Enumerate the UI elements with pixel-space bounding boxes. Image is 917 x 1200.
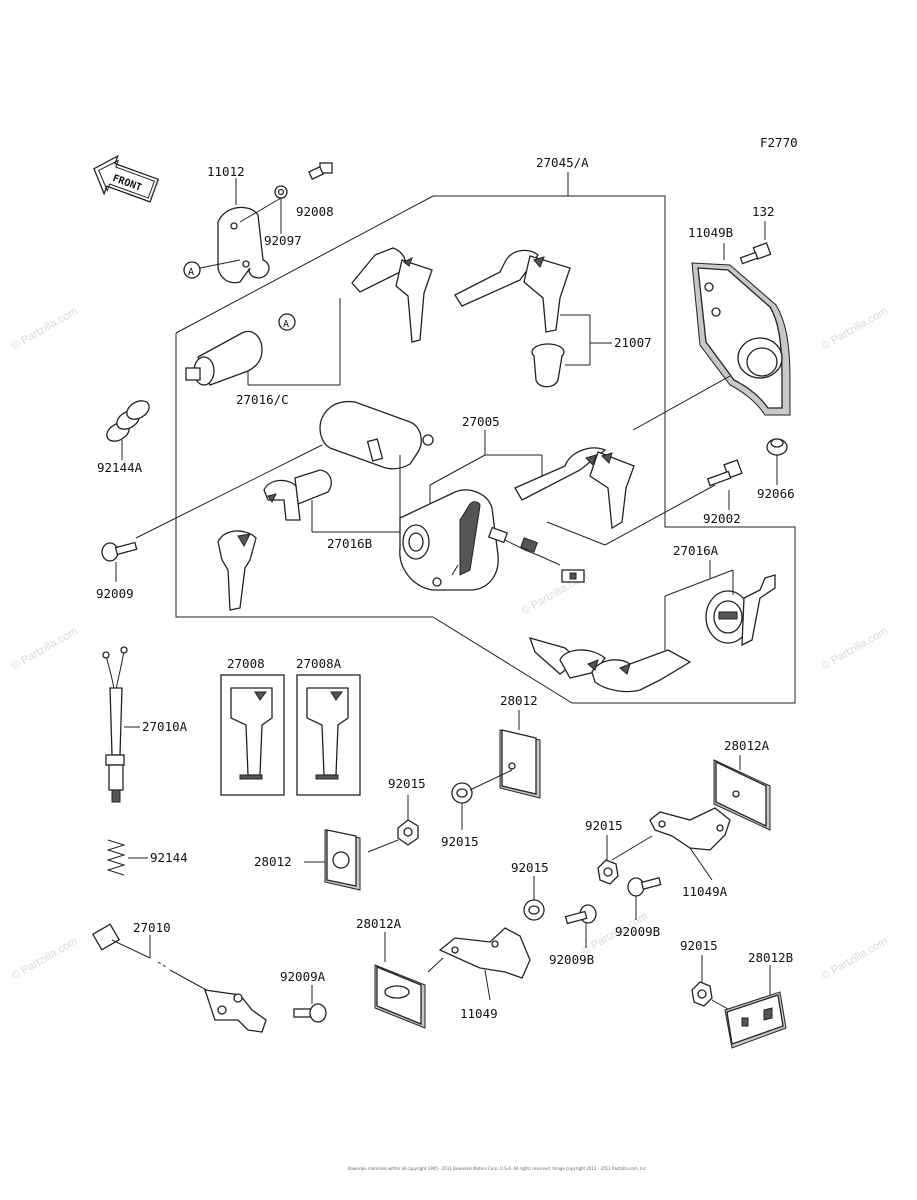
bolt-92002: [706, 459, 743, 510]
label-11049b: 11049B: [688, 225, 733, 240]
label-92009b-a: 92009B: [615, 924, 660, 939]
copyright-note: Kawasaki materials within all copyright …: [348, 1166, 647, 1171]
reflector-28012-top: [499, 710, 541, 799]
callout-a-label: A: [188, 267, 194, 278]
ignition-switch-27005: [399, 489, 585, 591]
label-27016a: 27016A: [673, 543, 719, 558]
label-92009: 92009: [96, 586, 134, 601]
bracket-11049a: [611, 807, 731, 881]
label-92002: 92002: [703, 511, 741, 526]
label-27008a: 27008A: [296, 656, 342, 671]
screw-92009: [101, 444, 323, 582]
label-92015-b: 92015: [441, 834, 479, 849]
switch-27010: [91, 923, 267, 1033]
watermark: © Partzilla.com: [820, 625, 890, 672]
nut-92015-c: [597, 835, 619, 885]
callout-a: [278, 313, 296, 331]
label-21007: 21007: [614, 335, 652, 350]
bolt-132: [739, 221, 772, 265]
label-11012: 11012: [207, 164, 245, 179]
label-92144a: 92144A: [97, 460, 143, 475]
reflector-28012a-left: [374, 932, 426, 1029]
figure-code: F2770: [760, 135, 798, 150]
callout-a-label: A: [283, 319, 289, 330]
label-28012a-right: 28012A: [724, 738, 770, 753]
watermark: © Partzilla.com: [10, 305, 80, 352]
screw-92009b-b: [564, 904, 597, 948]
reflector-28012-left: [304, 829, 361, 891]
reflector-28012a-right: [713, 755, 771, 831]
nut-92015-d: [523, 876, 545, 921]
label-28012a-left: 28012A: [356, 916, 402, 931]
screw-92009b-a: [627, 876, 662, 920]
key-card-27008a: [296, 674, 361, 796]
keys-27005: [514, 447, 635, 530]
label-27045a: 27045/A: [536, 155, 589, 170]
label-27016b: 27016B: [327, 536, 372, 551]
assembly-outline: [175, 195, 796, 704]
label-92015-c: 92015: [585, 818, 623, 833]
watermark: © Partzilla.com: [820, 935, 890, 982]
reflector-28012b: [724, 965, 787, 1049]
bracket-11012: [217, 178, 270, 284]
label-11049a: 11049A: [682, 884, 728, 899]
lock-27016a: [705, 574, 776, 647]
label-27010: 27010: [133, 920, 171, 935]
label-92009b-b: 92009B: [549, 952, 594, 967]
label-92015-d: 92015: [511, 860, 549, 875]
label-27008: 27008: [227, 656, 265, 671]
label-92097: 92097: [264, 233, 302, 248]
label-92144: 92144: [150, 850, 188, 865]
lock-cylinder-27016c: [185, 298, 341, 386]
keys-27016b: [217, 469, 332, 611]
switch-27010a: [102, 646, 140, 803]
callout-a: [183, 261, 201, 279]
nut-92015-e: [691, 955, 734, 1013]
label-27010a: 27010A: [142, 719, 188, 734]
label-28012-left: 28012: [254, 854, 292, 869]
bracket-11049: [427, 927, 531, 1001]
watermark: © Partzilla.com: [10, 625, 80, 672]
nut-92015-a: [367, 795, 419, 853]
watermark: © Partzilla.com: [820, 305, 890, 352]
key-27016c: [351, 247, 433, 343]
keys-21007: [454, 249, 612, 388]
screw-92009a: [293, 985, 327, 1023]
label-92015-e: 92015: [680, 938, 718, 953]
label-28012b: 28012B: [748, 950, 793, 965]
label-27005: 27005: [462, 414, 500, 429]
plate-11049b: [691, 243, 791, 416]
label-92008: 92008: [296, 204, 334, 219]
watermark: © Partzilla.com: [10, 935, 80, 982]
label-92015-a: 92015: [388, 776, 426, 791]
label-27016c: 27016/C: [236, 392, 289, 407]
keys-27016a: [528, 637, 692, 693]
key-card-27008: [220, 674, 285, 796]
spring-92144: [106, 839, 148, 876]
label-11049: 11049: [460, 1006, 498, 1021]
label-92066: 92066: [757, 486, 795, 501]
nut-92015-b: [451, 769, 513, 830]
grommet-92066: [766, 438, 788, 485]
label-92009a: 92009A: [280, 969, 326, 984]
bolt-92008: [308, 162, 333, 181]
label-28012-top: 28012: [500, 693, 538, 708]
lock-27016b: [311, 400, 434, 533]
front-arrow-icon: FRONT: [93, 154, 160, 203]
spring-92144a: [106, 400, 150, 460]
label-132: 132: [752, 204, 775, 219]
